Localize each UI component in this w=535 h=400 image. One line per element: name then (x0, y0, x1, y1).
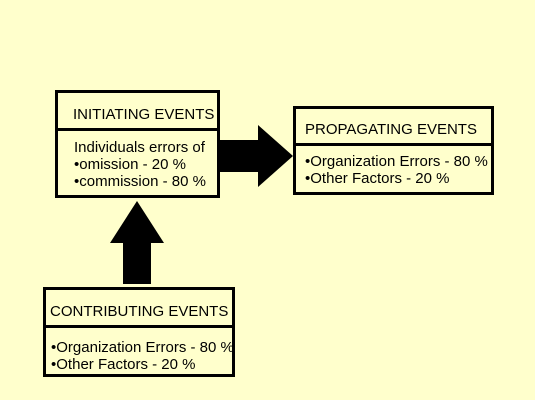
list-item: omission - 20 % (74, 156, 217, 173)
contributing-events-title: CONTRIBUTING EVENTS (46, 290, 232, 328)
list-item: Organization Errors - 80 % (51, 339, 232, 356)
list-item: Other Factors - 20 % (305, 170, 491, 187)
arrow-up-icon (110, 201, 164, 284)
propagating-events-body: Organization Errors - 80 % Other Factors… (296, 146, 491, 192)
list-item: commission - 80 % (74, 173, 217, 190)
list-item: Organization Errors - 80 % (305, 153, 491, 170)
contributing-events-body: Organization Errors - 80 % Other Factors… (46, 328, 232, 374)
initiating-events-intro: Individuals errors of (74, 139, 205, 156)
initiating-events-body: Individuals errors of omission - 20 % co… (58, 131, 217, 195)
initiating-events-title: INITIATING EVENTS (58, 93, 217, 131)
propagating-events-title: PROPAGATING EVENTS (296, 109, 491, 146)
list-item: Other Factors - 20 % (51, 356, 232, 373)
propagating-events-box: PROPAGATING EVENTS Organization Errors -… (293, 106, 494, 195)
initiating-events-box: INITIATING EVENTS Individuals errors of … (55, 90, 220, 198)
arrow-right-icon (218, 125, 293, 187)
contributing-events-box: CONTRIBUTING EVENTS Organization Errors … (43, 287, 235, 377)
